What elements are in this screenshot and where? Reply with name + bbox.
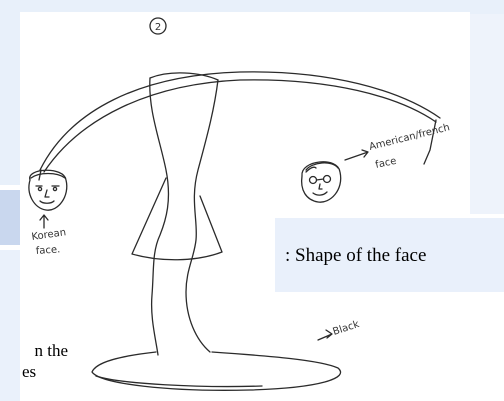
cropped-left-text: n the es xyxy=(0,340,72,382)
american-french-face-drawing xyxy=(302,162,341,202)
cropped-text-line2: es xyxy=(0,361,68,382)
base-arrow xyxy=(318,330,332,340)
korean-face-label-line1: Korean xyxy=(31,227,67,243)
shape-of-face-callout: : Shape of the face xyxy=(275,218,504,292)
pivot-triangle xyxy=(132,178,222,260)
page-number: 2 xyxy=(155,22,161,33)
korean-face-drawing xyxy=(29,170,67,210)
stand-right-edge xyxy=(186,80,218,352)
balance-beam-bottom xyxy=(44,80,436,172)
korean-face-arrow xyxy=(40,215,48,228)
shape-of-face-text: : Shape of the face xyxy=(285,246,426,265)
american-face-label-line1: American/french xyxy=(368,122,451,153)
balance-beam-top xyxy=(40,72,440,170)
stand-left-edge xyxy=(150,78,169,355)
stand-base xyxy=(92,352,341,390)
korean-face-label-line2: face. xyxy=(35,244,60,257)
american-face-arrow xyxy=(345,150,368,160)
cropped-text-line1: n the xyxy=(0,340,68,361)
american-face-label-line2: face xyxy=(374,156,397,171)
base-label: Black xyxy=(332,319,361,338)
stand-base-inner xyxy=(96,376,262,387)
